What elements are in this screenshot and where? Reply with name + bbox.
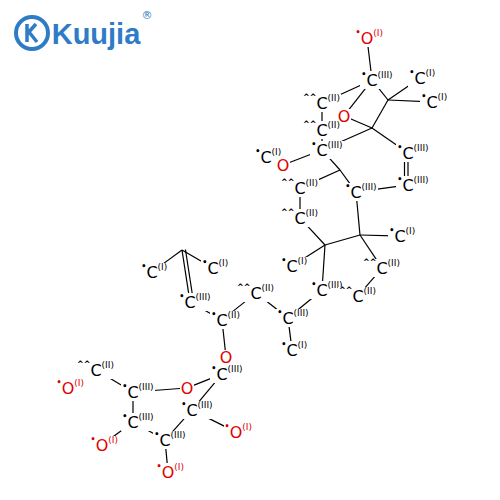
watermark-text: Kuujia xyxy=(51,20,142,49)
atom-label: •C(I) xyxy=(408,69,436,87)
atom-label: ^^C(II) xyxy=(302,121,341,139)
atom-label: •C(I) xyxy=(420,93,448,111)
atom-label: •C(I) xyxy=(140,263,168,281)
atom-label: •C(III) xyxy=(360,71,393,89)
atom-label: •C(I) xyxy=(280,257,308,275)
atom-label: •C(III) xyxy=(180,401,213,419)
bond-line xyxy=(372,100,388,128)
atom-label: O xyxy=(276,158,291,174)
atom-label: •O(I) xyxy=(224,423,253,441)
bond-line xyxy=(322,245,325,283)
atom-label: •C(III) xyxy=(310,141,343,159)
logo-ring xyxy=(16,17,48,49)
atom-label: •C(III) xyxy=(396,176,429,194)
bond-line xyxy=(368,45,371,73)
atom-label: •C(III) xyxy=(210,365,243,383)
atom-label: O xyxy=(219,350,234,366)
bond-line xyxy=(357,199,360,235)
atom-label: •C(III) xyxy=(396,144,429,162)
atom-label: ^^C(II) xyxy=(236,284,275,302)
atom-label: •O(I) xyxy=(90,436,119,454)
atom-label: •O(I) xyxy=(56,379,85,397)
atom-label: O xyxy=(180,381,195,397)
logo-mark xyxy=(27,24,37,42)
bond-line xyxy=(182,250,189,295)
bond-line xyxy=(325,235,360,245)
bond-line xyxy=(350,119,372,128)
bond-line xyxy=(223,327,225,350)
atom-label: ^^C(II) xyxy=(302,94,341,112)
atom-label: ^^C(II) xyxy=(76,361,115,379)
atom-label: •C(III) xyxy=(276,309,309,327)
atom-label: •O(I) xyxy=(156,463,185,481)
bond-line xyxy=(185,249,192,294)
atom-label: ^^C(II) xyxy=(338,287,377,305)
atom-label: •C(III) xyxy=(344,183,377,201)
atom-label: •C(III) xyxy=(153,431,186,449)
atom-label: ^^C(II) xyxy=(362,259,401,277)
logo-icon xyxy=(0,0,60,60)
atom-label: •C(I) xyxy=(280,341,308,359)
atom-label: •C(I) xyxy=(388,227,416,245)
atom-label: •C(II) xyxy=(210,311,241,329)
atom-label: •C(I) xyxy=(201,259,229,277)
atom-label: •C(III) xyxy=(178,293,211,311)
bond-line xyxy=(348,86,367,111)
atom-label: •C(III) xyxy=(121,383,154,401)
atom-label: ^^C(II) xyxy=(280,209,319,227)
atom-label: ^^C(II) xyxy=(280,179,319,197)
atom-label: •O(I) xyxy=(355,29,384,47)
registered-mark: ® xyxy=(141,10,154,21)
atom-label: •C(III) xyxy=(121,413,154,431)
